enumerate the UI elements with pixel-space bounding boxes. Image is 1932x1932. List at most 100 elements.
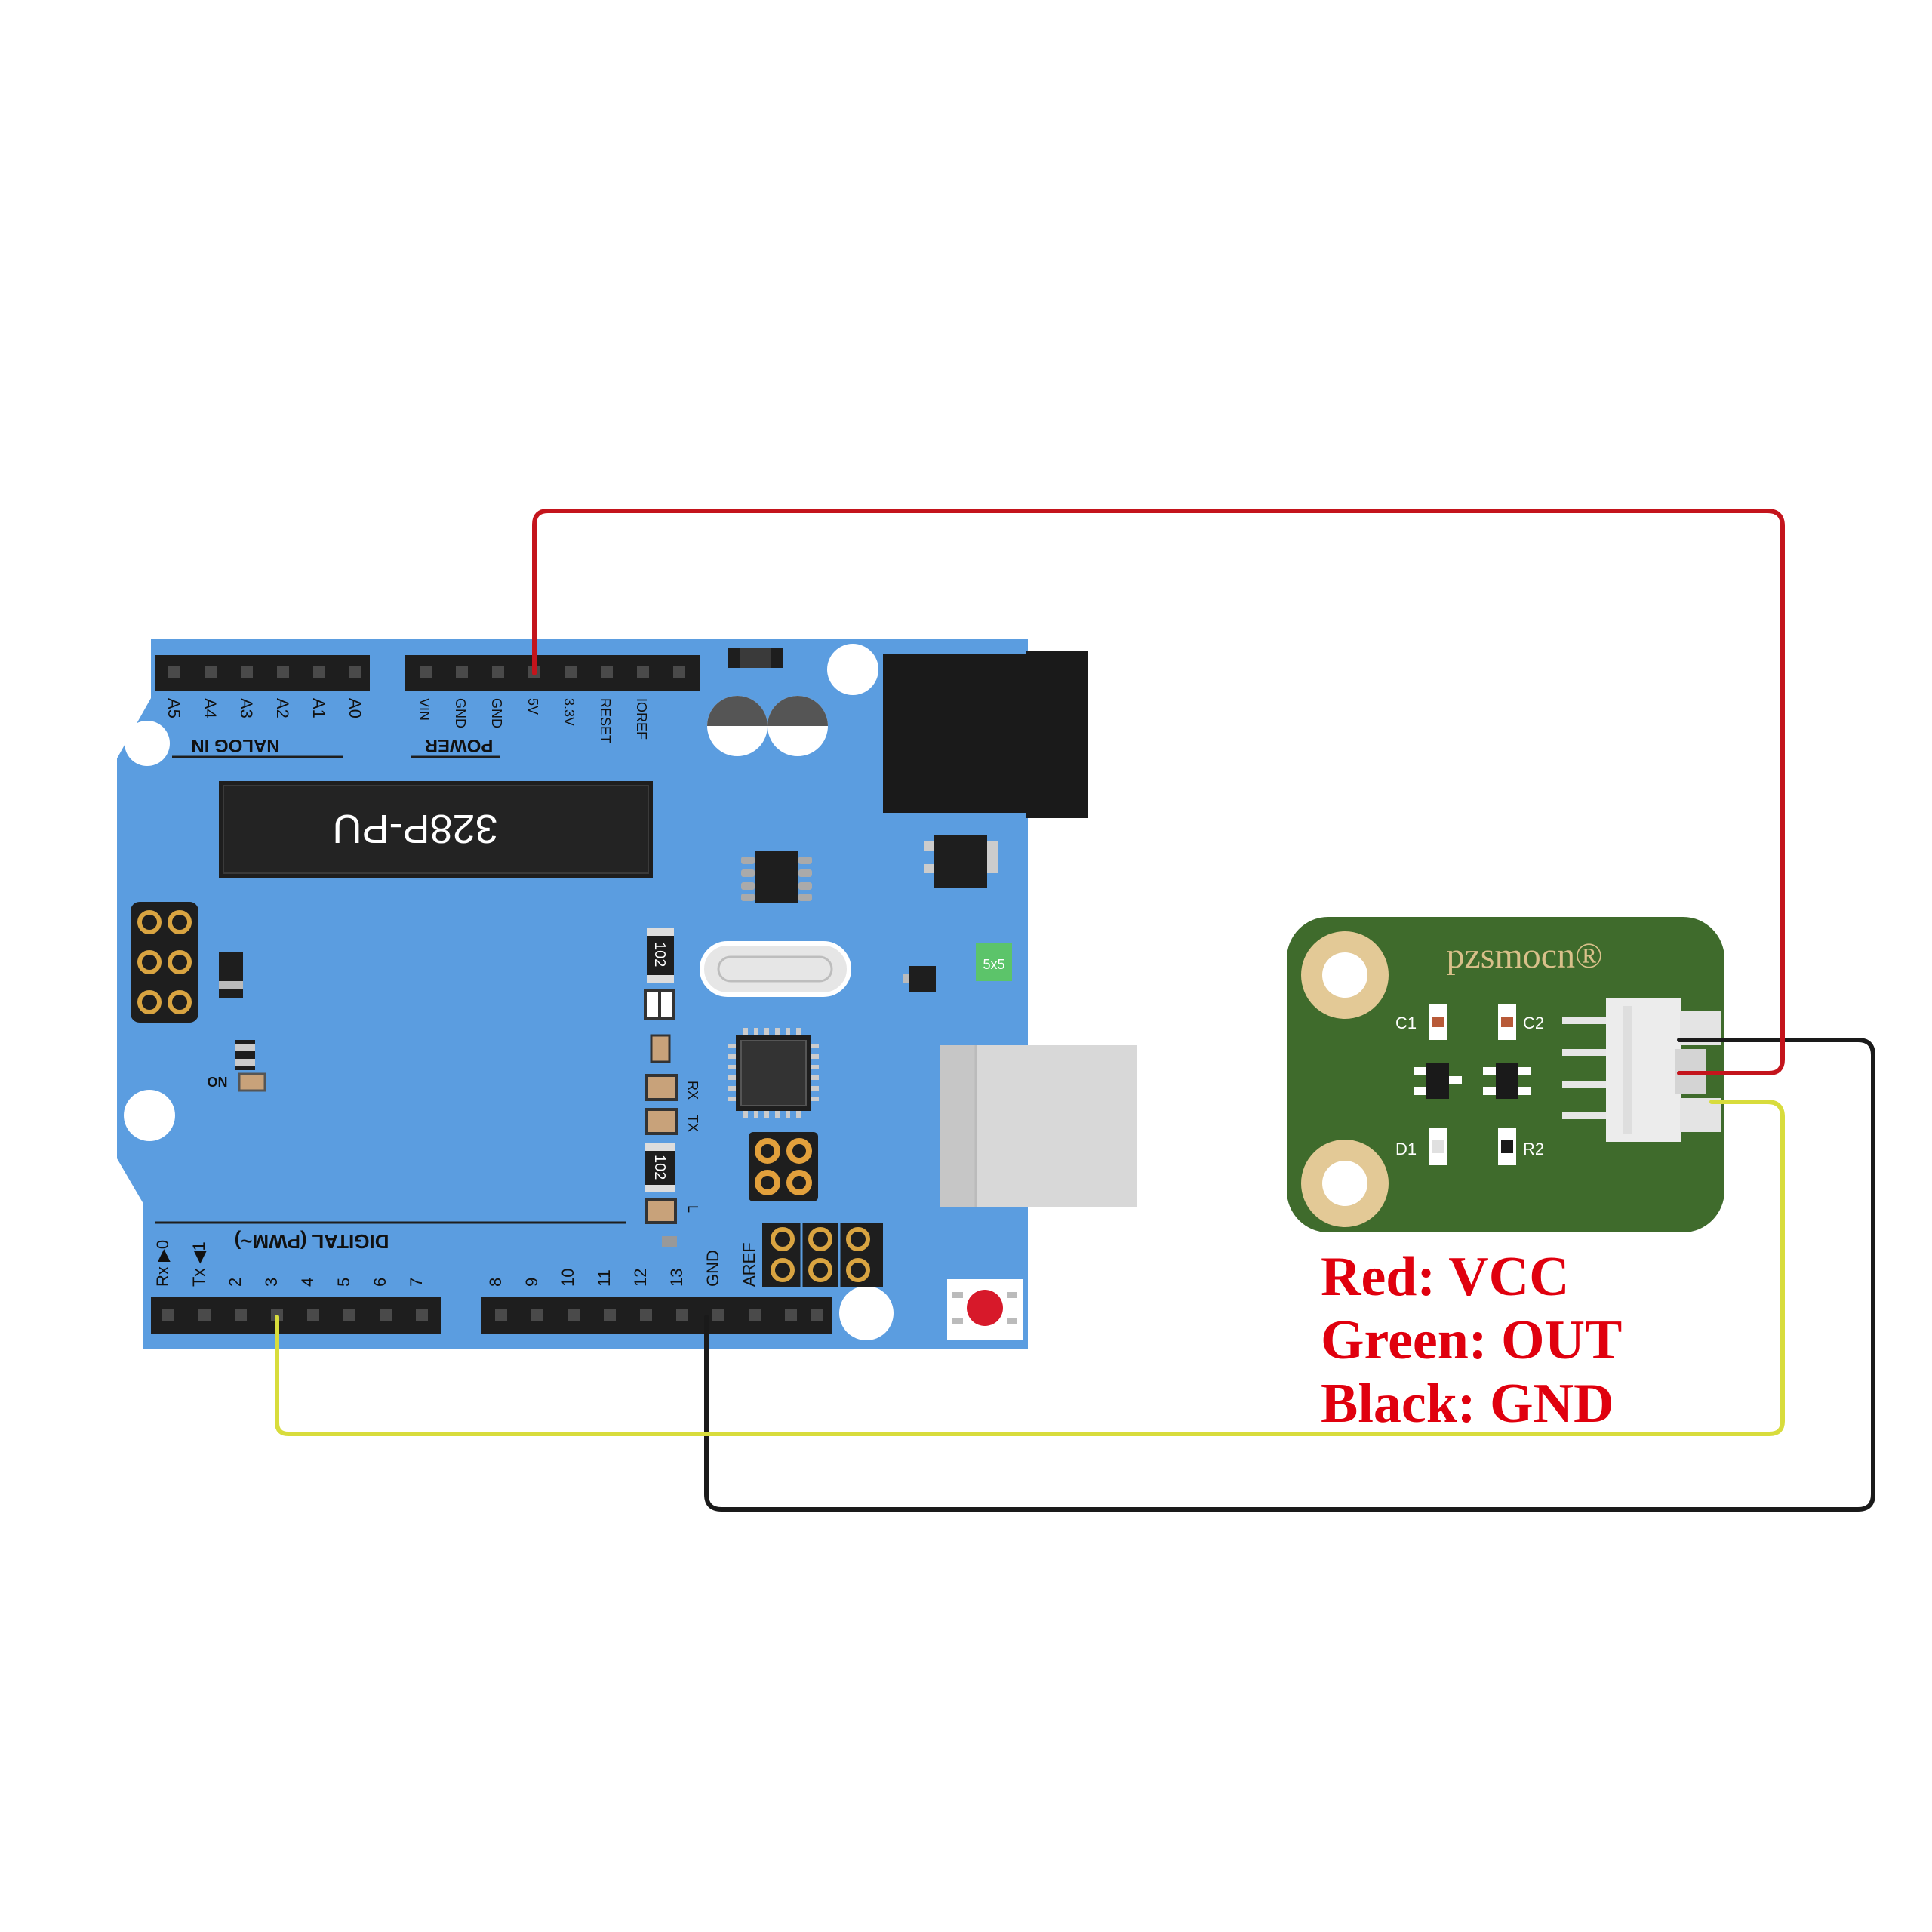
reset-button[interactable] [947,1279,1023,1340]
pin-label-a2: A2 [273,698,292,718]
sensor-mount-hole [1301,931,1389,1019]
resistor-102-top: 102 [647,928,674,983]
analog-header [155,655,370,691]
pin-label-d5: 5 [334,1278,353,1287]
usb-controller-chip [728,1028,819,1118]
wire-black-gnd [704,1038,1875,1512]
mount-hole [827,644,878,695]
pin-label-a0: A0 [346,698,365,718]
icsp-header [131,902,198,1023]
fuse: 5x5 [976,943,1012,981]
resistor-label: 102 [651,942,668,967]
pin-label-reset: RESET [598,698,613,743]
resistor-label: 102 [651,1155,668,1180]
pin-label-d1: Tx ◀1 [189,1241,208,1287]
digital-header-left [151,1297,441,1334]
power-header [405,655,700,691]
atmega-chip: 328P-PU [219,781,653,878]
pin-label-d12: 12 [631,1269,650,1287]
electrolytic-capacitor [707,696,768,756]
analog-in-label: NALOG IN [191,735,279,755]
l-led [645,1198,677,1224]
pin-label-gnd-2: GND [489,698,504,728]
pin-label-5v: 5V [525,698,540,715]
wire-yellow-out [275,1100,1785,1436]
resistor-102-bottom: 102 [645,1143,675,1192]
legend-red-vcc: Red: VCC [1321,1246,1570,1308]
smd-diode [219,952,243,998]
c1-label: C1 [1395,1014,1417,1032]
l-label: L [685,1205,700,1213]
r2-label: R2 [1523,1140,1544,1158]
d1-label: D1 [1395,1140,1417,1158]
pin-label-ioref: IOREF [634,698,649,740]
smd-capacitor [650,1034,671,1063]
usb-icsp-pads [749,1132,818,1201]
mount-hole [124,1090,175,1141]
rx-led [645,1074,678,1101]
smd-resistor [662,1236,677,1247]
smd-transistor [909,966,936,992]
chip-label: 328P-PU [332,806,497,851]
c2-label: C2 [1523,1014,1544,1032]
wire-legend: Red: VCC Green: OUT Black: GND [1321,1246,1622,1435]
pin-label-d3: 3 [262,1278,281,1287]
pin-label-gnd-1: GND [453,698,468,728]
pin-label-vin: VIN [417,698,432,721]
fuse-label: 5x5 [983,957,1004,972]
pin-label-aref: AREF [740,1242,758,1287]
analog-pin-labels: A5 A4 A3 A2 A1 A0 [165,698,365,718]
sensor-r2: R2 [1498,1128,1544,1165]
soic-chip [741,851,812,903]
wire-red-vcc [532,509,1785,1075]
pin-label-d13: 13 [667,1269,686,1287]
digital-pin-labels-right: 8 9 10 11 12 13 GND AREF [486,1242,758,1287]
pin-label-a4: A4 [201,698,220,718]
icsp-header-2 [762,1223,883,1287]
electrolytic-capacitor [768,696,828,756]
sensor-d1: D1 [1395,1128,1447,1165]
pin-label-a3: A3 [237,698,256,718]
power-pin-labels: VIN GND GND 5V 3.3V RESET IOREF [417,698,649,743]
pin-label-d11: 11 [595,1269,614,1287]
pin-label-3v3: 3.3V [561,698,577,726]
on-label: ON [208,1075,228,1090]
sensor-module: pzsmocn® C1 C2 D1 [1287,917,1724,1232]
wires [275,509,1875,1512]
pin-label-d8: 8 [486,1278,505,1287]
sensor-transistor [1414,1063,1462,1099]
mount-hole [125,721,170,766]
pin-label-d10: 10 [558,1269,577,1287]
voltage-regulator [924,835,998,888]
pin-label-d0: Rx ▶0 [153,1240,172,1287]
sensor-ic [1483,1063,1531,1099]
pin-label-a1: A1 [309,698,328,718]
rx-label: RX [685,1081,700,1100]
smd-capacitor-pair [644,989,675,1020]
pin-label-gnd-digital: GND [703,1250,722,1287]
power-label: POWER [425,735,494,755]
pin-label-a5: A5 [165,698,183,718]
tx-led [645,1108,678,1135]
crystal-oscillator [700,941,851,997]
sensor-c1: C1 [1395,1004,1447,1040]
legend-green-out: Green: OUT [1321,1309,1622,1371]
digital-header-right [481,1297,832,1334]
legend-black-gnd: Black: GND [1321,1373,1614,1435]
sensor-mount-hole [1301,1140,1389,1227]
digital-label: DIGITAL (PWM~) [235,1230,389,1253]
pin-label-d7: 7 [407,1278,426,1287]
tx-label: TX [685,1115,700,1132]
sensor-brand: pzsmocn® [1446,936,1602,976]
arduino-board: A5 A4 A3 A2 A1 A0 NALOG IN VIN GND GND 5… [117,639,1137,1349]
pin-label-d2: 2 [226,1278,245,1287]
sensor-c2: C2 [1498,1004,1544,1040]
pin-label-d6: 6 [371,1278,389,1287]
pin-label-d4: 4 [298,1278,317,1287]
digital-pin-labels-left: Rx ▶0 Tx ◀1 2 3 4 5 6 7 [153,1240,426,1287]
usb-b-port [940,1045,1137,1208]
smd-resistor [238,1072,266,1092]
mount-hole [839,1286,894,1340]
dc-power-jack [883,651,1088,818]
pin-label-d9: 9 [522,1278,541,1287]
